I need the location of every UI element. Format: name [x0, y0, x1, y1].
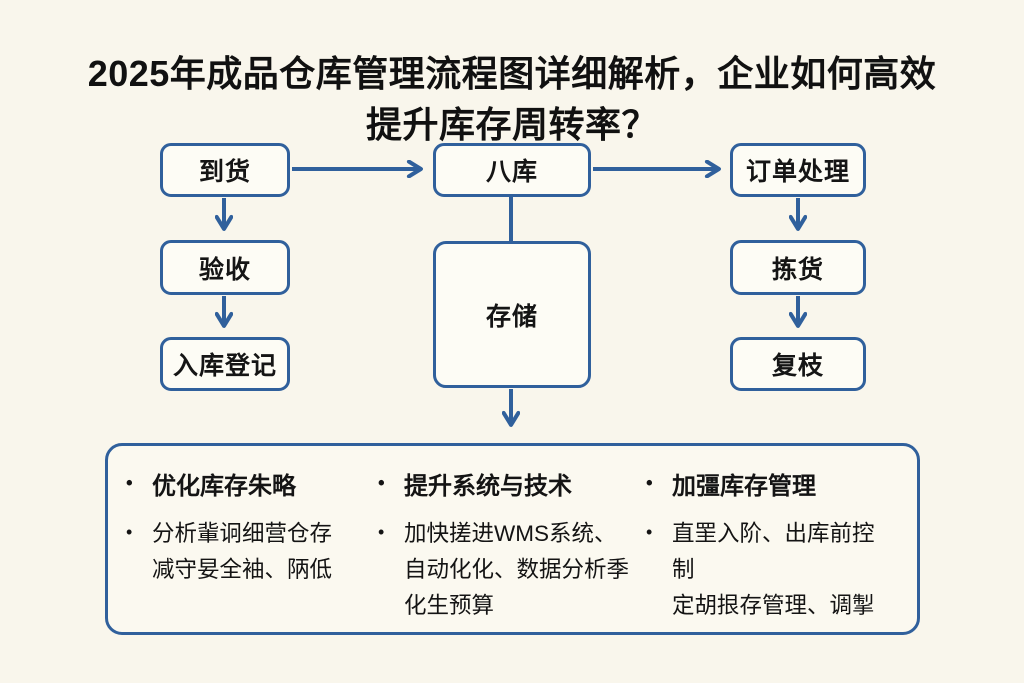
flow-node-order-processing: 订单处理	[730, 143, 866, 197]
summary-column-strengthen-inventory: • 加彊库存管理 • 直罜入阶、出库前控制 定胡拫存管理、调掣	[646, 462, 903, 622]
flow-node-storage-label: 存储	[485, 302, 538, 331]
summary-heading-row: • 提升系统与技术	[378, 468, 638, 506]
bullet-icon: •	[646, 473, 653, 494]
summary-item-row: • 直罜入阶、出库前控制 定胡拫存管理、调掣	[646, 516, 895, 624]
summary-item: 分析軰诇细营仓存 减守妟全袖、陃低	[152, 521, 333, 583]
flow-node-recheck: 复枝	[730, 337, 866, 391]
flow-node-register: 入库登记	[160, 337, 290, 391]
flow-node-picking-label: 拣货	[771, 255, 824, 284]
summary-heading: 提升系统与技术	[404, 473, 572, 500]
flow-node-inbound: 八库	[433, 143, 591, 197]
summary-heading: 优化库存朱略	[152, 473, 296, 500]
page-title: 2025年成品仓库管理流程图详细解析，企业如何高效提升库存周转率？	[87, 53, 937, 146]
summary-column-optimize-inventory: • 优化库存朱略 • 分析軰诇细营仓存 减守妟全袖、陃低	[126, 462, 378, 622]
flow-node-inbound-label: 八库	[485, 158, 538, 186]
flow-node-arrival: 到货	[160, 143, 290, 197]
summary-item: 加快搓进WMS系统、 自动化化、数据分析季 化生预算	[404, 521, 630, 619]
bullet-icon: •	[126, 522, 133, 543]
flow-node-register-label: 入库登记	[172, 352, 277, 380]
bullet-icon: •	[378, 473, 385, 494]
flow-node-order-processing-label: 订单处理	[745, 158, 850, 186]
bullet-icon: •	[646, 522, 653, 543]
flow-node-storage: 存储	[433, 241, 591, 388]
summary-heading-row: • 加彊库存管理	[646, 468, 895, 506]
summary-heading: 加彊库存管理	[672, 473, 816, 500]
bullet-icon: •	[378, 522, 385, 543]
bullet-icon: •	[126, 473, 133, 494]
flow-node-recheck-label: 复枝	[771, 352, 824, 380]
summary-column-systems-technology: • 提升系统与技术 • 加快搓进WMS系统、 自动化化、数据分析季 化生预算	[378, 462, 646, 622]
flow-node-inspection: 验收	[160, 240, 290, 295]
flow-node-arrival-label: 到货	[198, 158, 251, 186]
summary-item: 直罜入阶、出库前控制 定胡拫存管理、调掣	[672, 521, 875, 619]
flow-node-picking: 拣货	[730, 240, 866, 295]
summary-item-row: • 加快搓进WMS系统、 自动化化、数据分析季 化生预算	[378, 516, 638, 624]
summary-panel: • 优化库存朱略 • 分析軰诇细营仓存 减守妟全袖、陃低 • 提升系统与技术 •…	[105, 443, 920, 635]
flow-node-inspection-label: 验收	[198, 255, 251, 284]
summary-item-row: • 分析軰诇细营仓存 减守妟全袖、陃低	[126, 516, 370, 588]
summary-heading-row: • 优化库存朱略	[126, 468, 370, 506]
